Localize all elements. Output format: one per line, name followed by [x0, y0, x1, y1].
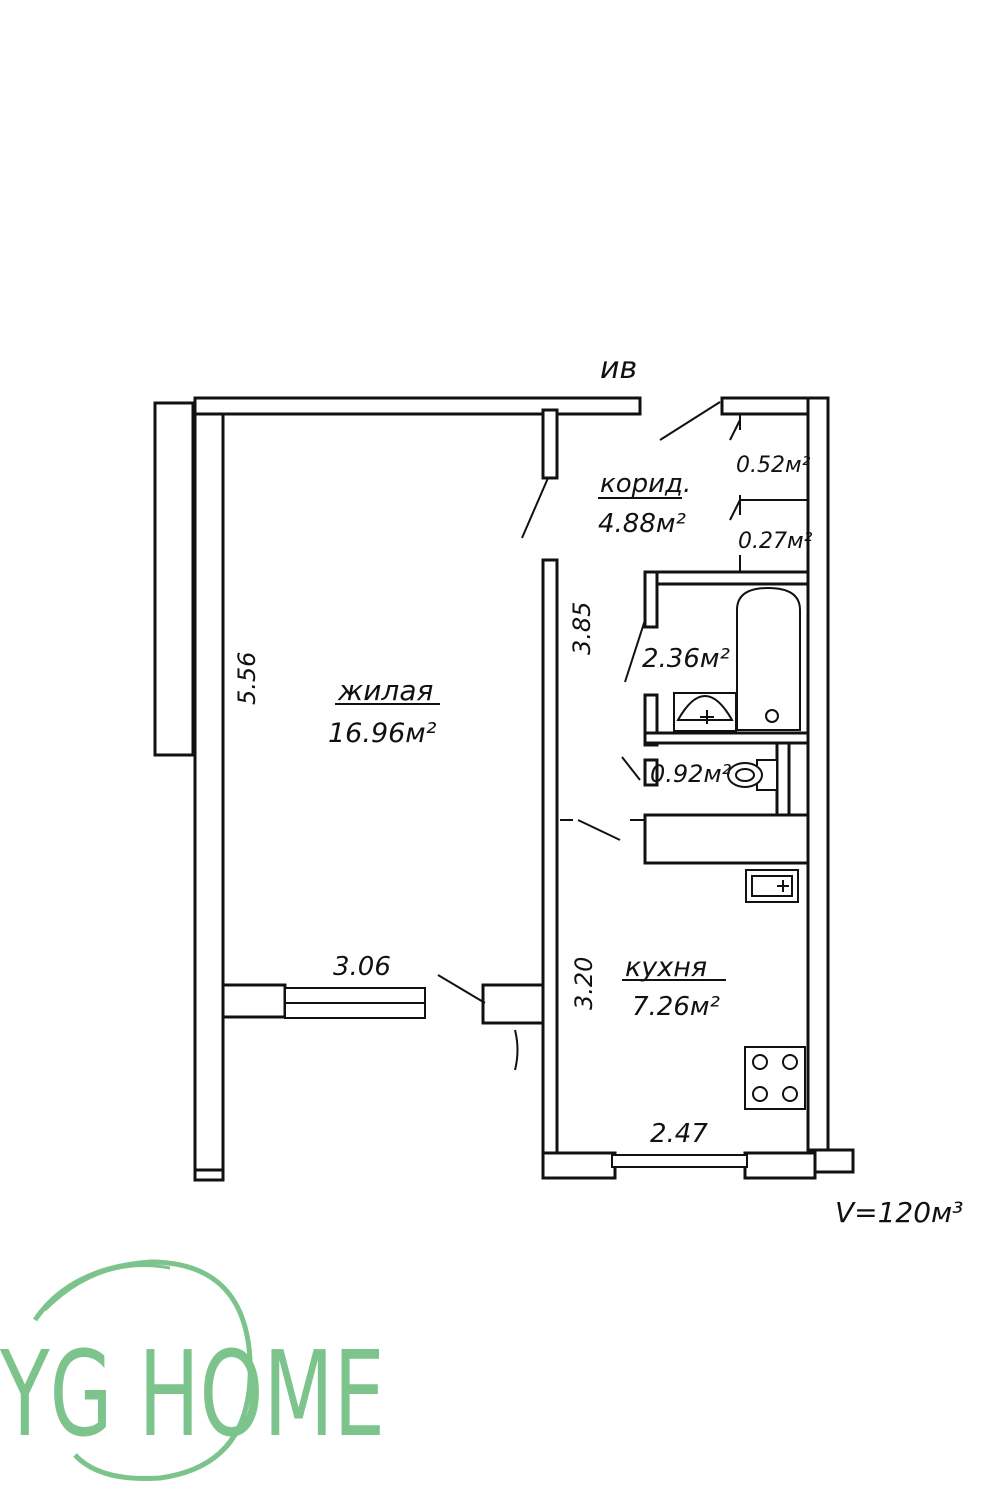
- bathroom-block: [643, 570, 810, 865]
- stove-icon: [744, 1046, 806, 1110]
- walls: [193, 396, 855, 1182]
- kitchen-sink-icon: [745, 869, 799, 903]
- corridor-area: 4.88м²: [598, 509, 686, 539]
- logo-text: YG HOME: [0, 1325, 385, 1463]
- header-mark: ив: [600, 351, 637, 386]
- dim-living-height: 5.56: [233, 652, 261, 705]
- toilet-area: 0.92м²: [650, 760, 732, 788]
- balcony: [153, 401, 195, 757]
- kitchen-area: 7.26м²: [632, 992, 720, 1022]
- logo: YG HOME: [0, 1259, 385, 1481]
- living-name: жилая: [337, 674, 433, 707]
- closet2-area: 0.27м²: [738, 529, 813, 554]
- bathroom-area: 2.36м²: [642, 644, 730, 674]
- sink-icon: [673, 692, 737, 732]
- closet1-area: 0.52м²: [736, 453, 811, 478]
- kitchen-name: кухня: [625, 952, 707, 983]
- corridor-name: корид.: [600, 469, 691, 499]
- volume-label: V=120м³: [835, 1196, 963, 1229]
- bathtub-icon: [736, 586, 801, 731]
- kitchen-window: [611, 1154, 748, 1168]
- dim-kitchen-width: 2.47: [650, 1119, 708, 1149]
- dim-corridor-wall: 3.85: [568, 602, 596, 655]
- dim-kitchen-height: 3.20: [570, 957, 598, 1010]
- living-area: 16.96м²: [328, 718, 437, 749]
- dim-living-width: 3.06: [333, 952, 391, 982]
- door-swing: [521, 477, 549, 539]
